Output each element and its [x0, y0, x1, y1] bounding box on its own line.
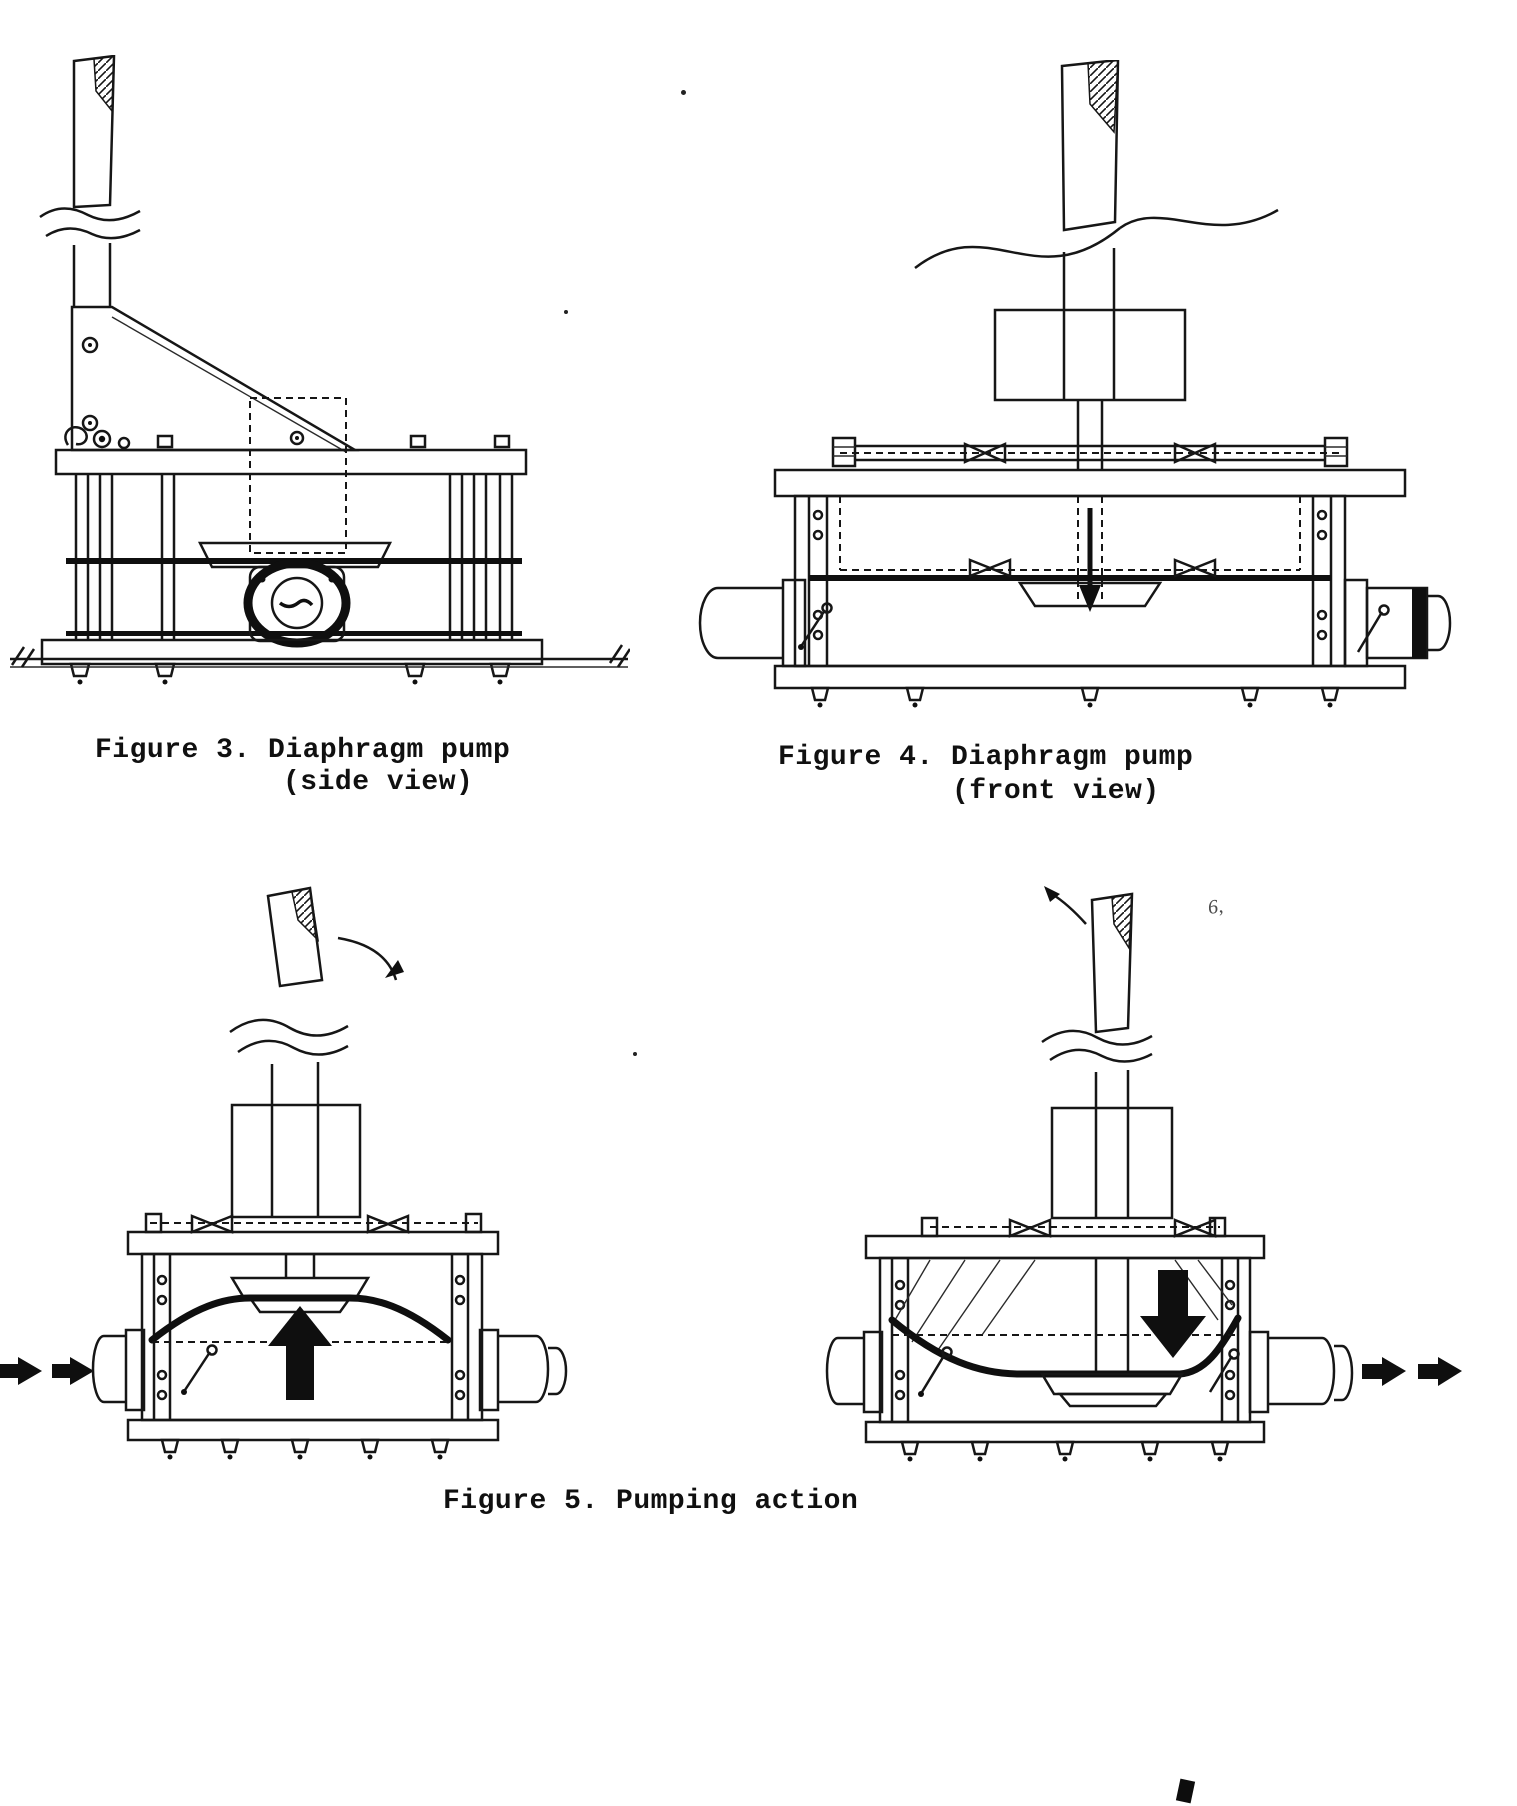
handle-clamp-block	[993, 308, 1187, 470]
pump-housing	[140, 1252, 484, 1422]
inlet-pipe	[825, 1330, 884, 1414]
handle-clamp-block	[1050, 1106, 1174, 1220]
diaphragm-edge	[809, 575, 1331, 581]
figure4-caption-line2: (front view)	[952, 776, 1160, 807]
frame-legs	[74, 474, 514, 640]
base-plate	[10, 638, 630, 685]
diaphragm-up	[148, 1294, 452, 1344]
pump-housing	[878, 1256, 1252, 1424]
top-plate	[126, 1230, 500, 1256]
pump-handle	[39, 55, 141, 307]
diaphragm-plate	[1039, 1372, 1185, 1396]
discharge-down-arrow	[1140, 1270, 1206, 1358]
base-bolts	[810, 686, 1340, 708]
inflow-arrows	[0, 1357, 94, 1385]
pump-handle	[1041, 886, 1153, 1218]
wing-nut	[968, 558, 1012, 578]
figure3-diaphragm-pump-side-view-drawing	[10, 55, 630, 685]
handle-clamp-block	[230, 1103, 362, 1219]
top-plate	[864, 1234, 1266, 1260]
figure5-downstroke-drawing	[825, 886, 1462, 1462]
scan-speck	[633, 1052, 637, 1056]
base-plate	[126, 1418, 500, 1460]
pump-rod-dashed-outline	[249, 397, 347, 554]
motion-hatching	[894, 1259, 1233, 1351]
inlet-pipe	[698, 578, 833, 668]
handle-motion-arrow	[1051, 892, 1087, 925]
figure5-upstroke-drawing	[0, 886, 568, 1460]
pump-handle	[229, 886, 404, 1217]
plate-bolts	[156, 434, 511, 449]
wing-nut	[1173, 558, 1217, 578]
figure4-diaphragm-pump-front-view-drawing	[698, 60, 1452, 708]
tie-rod	[831, 436, 1349, 468]
diaphragm-clamp	[66, 541, 522, 636]
figure3-caption-line1: Figure 3. Diaphragm pump	[95, 735, 511, 766]
tie-rod	[920, 1216, 1227, 1238]
figure4-caption-line1: Figure 4. Diaphragm pump	[778, 742, 1194, 773]
top-plate	[54, 426, 528, 476]
figure5-caption: Figure 5. Pumping action	[443, 1486, 859, 1517]
handle-motion-arrow	[337, 936, 398, 981]
down-stroke-indicator-arrow	[1079, 508, 1101, 612]
outlet-pipe	[1248, 1330, 1354, 1414]
base-bolts	[69, 662, 511, 685]
wing-nut	[963, 442, 1007, 464]
suction-up-arrow	[268, 1306, 332, 1400]
base-plate	[773, 664, 1407, 708]
base-plate	[864, 1420, 1266, 1462]
stray-pencil-mark: 6,	[1206, 895, 1225, 919]
outlet-pipe	[478, 1328, 568, 1412]
outflow-arrows	[1362, 1357, 1462, 1386]
pump-housing	[793, 494, 1347, 668]
support-bracket	[70, 305, 360, 453]
wing-nut	[1173, 442, 1217, 464]
inlet-pipe	[91, 1328, 146, 1412]
diaphragm-plate	[1017, 581, 1163, 608]
top-plate	[773, 468, 1407, 498]
scan-artifact	[1175, 1778, 1196, 1804]
diaphragm-down	[888, 1314, 1242, 1378]
figure3-caption-line2: (side view)	[283, 767, 474, 798]
pump-handle	[914, 60, 1279, 310]
scan-speck	[681, 90, 686, 95]
scan-speck	[564, 310, 568, 314]
housing-bolt-heads	[812, 509, 1328, 641]
outlet-pipe	[1343, 578, 1452, 668]
